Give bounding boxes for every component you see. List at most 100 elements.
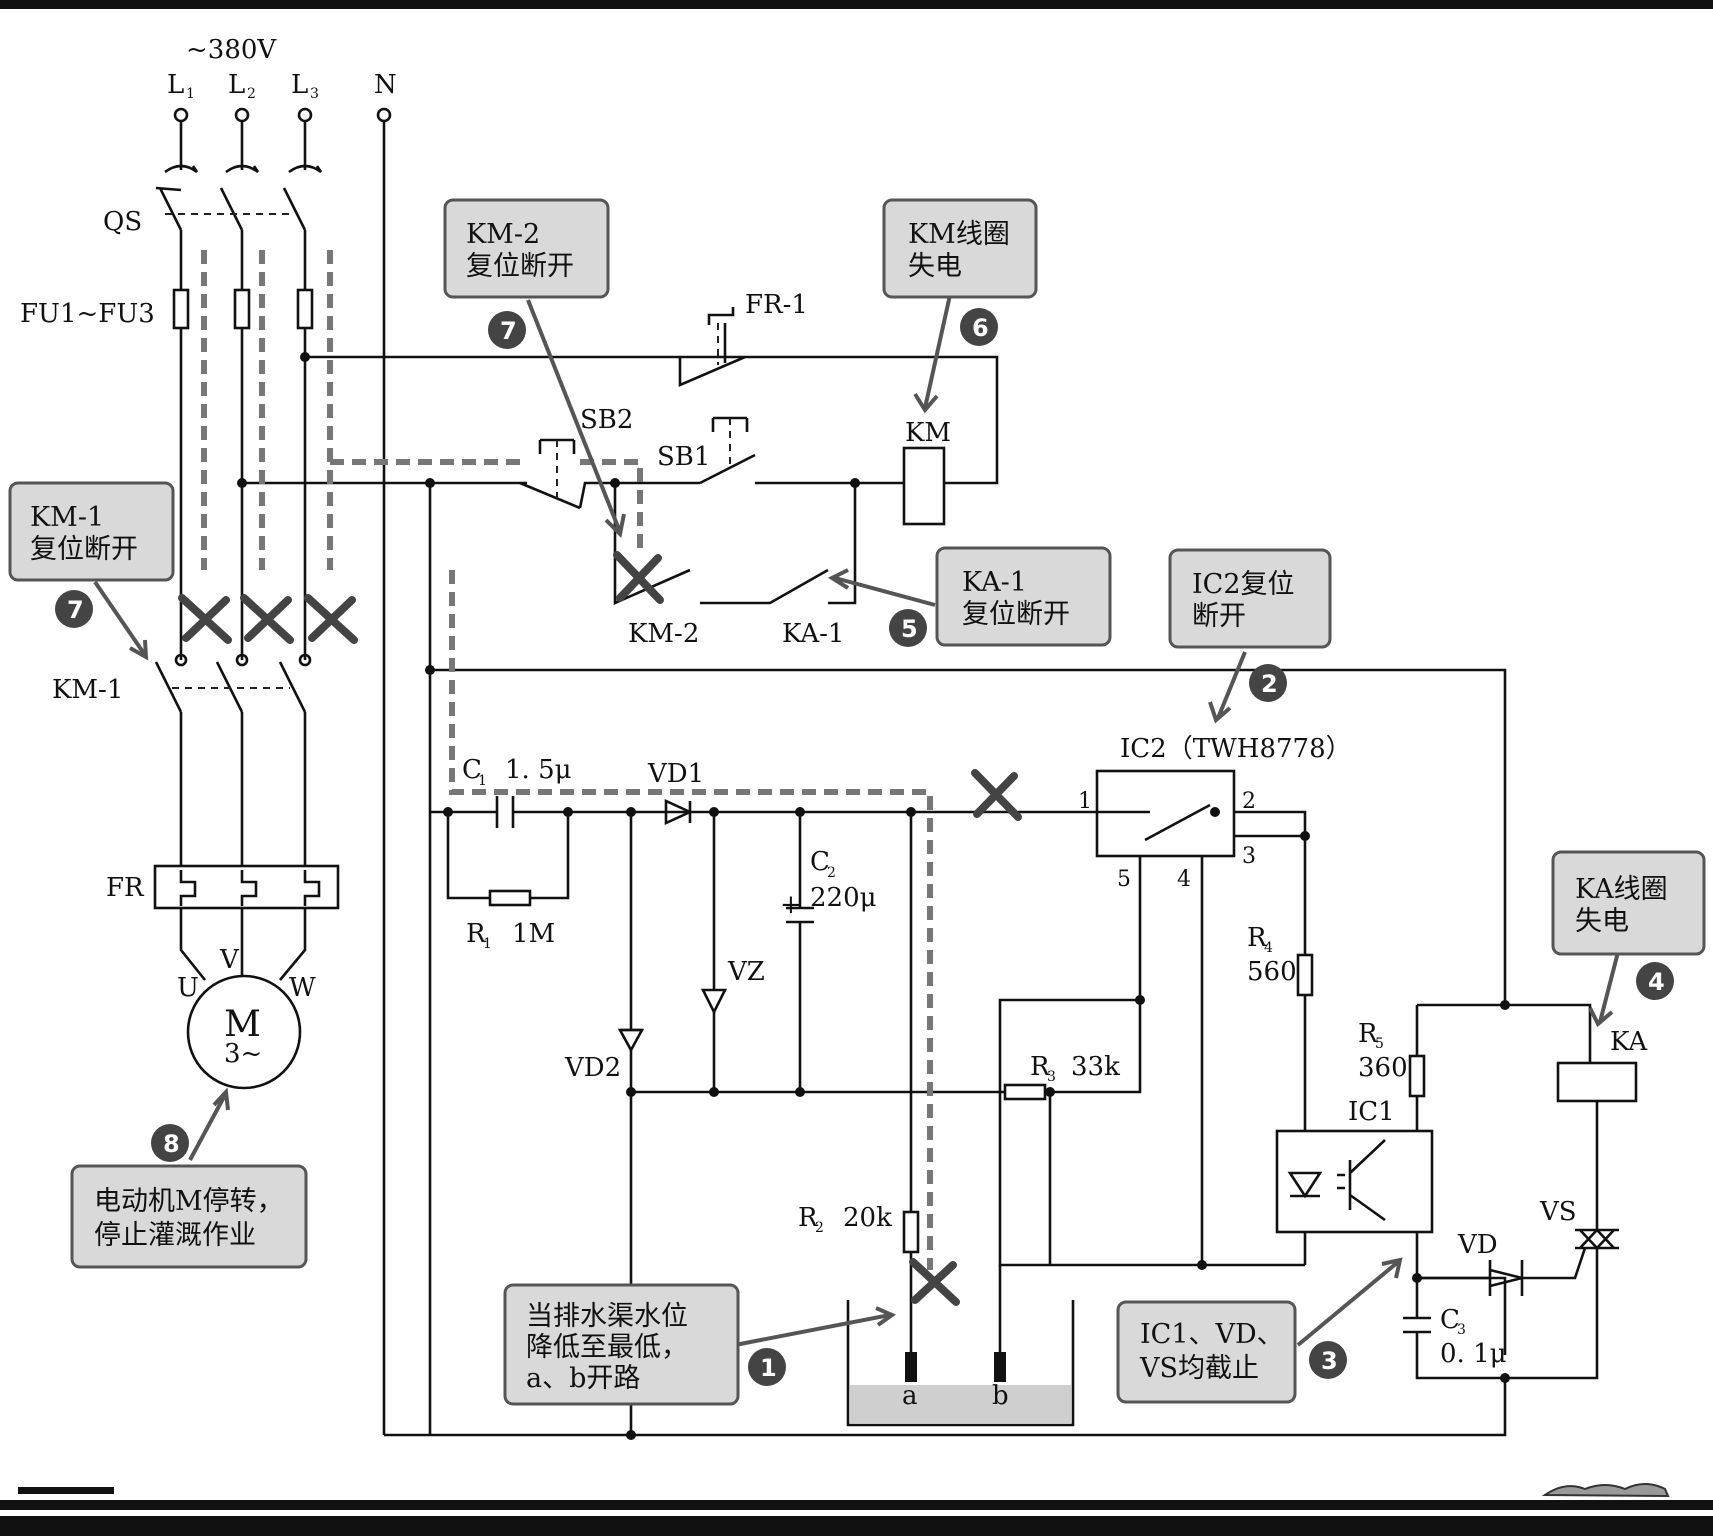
sb1-label: SB1 xyxy=(657,442,710,472)
r1-label: R xyxy=(466,919,487,949)
ic2-pin2: 2 xyxy=(1242,789,1256,814)
c2-value: 220μ xyxy=(810,883,877,913)
step-5-text: 5 xyxy=(901,615,918,643)
callout-ka-coil: KA线圈 失电 xyxy=(1551,850,1706,956)
fuses-label: FU1~FU3 xyxy=(20,299,155,329)
callout-water: 当排水渠水位 降低至最低， a、b开路 xyxy=(503,1283,740,1406)
callout-arrows xyxy=(93,294,1627,1347)
r4-label: R xyxy=(1247,923,1268,953)
r2-label: R xyxy=(798,1203,819,1233)
callout-km2-line2: 复位断开 xyxy=(466,251,574,282)
step-badge-4: 4 xyxy=(1636,962,1674,1000)
callout-ic1: IC1、VD、 VS均截止 xyxy=(1116,1300,1297,1404)
step-1-text: 1 xyxy=(760,1354,777,1382)
callout-km2: KM-2 复位断开 xyxy=(443,198,610,299)
callout-ic1-line1: IC1、VD、 xyxy=(1140,1319,1284,1350)
r1-sub: 1 xyxy=(483,936,492,952)
callout-water-line1: 当排水渠水位 xyxy=(526,1301,688,1332)
step-badge-8: 8 xyxy=(151,1124,189,1162)
motor xyxy=(186,974,302,1090)
callout-km-coil-line2: 失电 xyxy=(908,251,962,282)
l2-label: L xyxy=(228,70,245,100)
motor-label: M xyxy=(224,1004,261,1045)
c3-label: C xyxy=(1440,1305,1460,1335)
decorative-mark xyxy=(1541,1483,1670,1498)
step-7a-text: 7 xyxy=(500,317,517,345)
c2-plus: + xyxy=(780,890,802,920)
voltage-label: ~380V xyxy=(186,35,277,65)
fr-label: FR xyxy=(106,873,145,903)
callout-km2-line1: KM-2 xyxy=(466,219,540,250)
vd2-label: VD2 xyxy=(564,1053,621,1083)
step-8-text: 8 xyxy=(163,1130,180,1158)
r5-value: 360 xyxy=(1358,1053,1408,1083)
callout-ka-coil-line1: KA线圈 xyxy=(1575,874,1668,905)
callout-ic2: IC2复位 断开 xyxy=(1168,548,1332,649)
u-label: U xyxy=(177,973,199,1003)
km1-contacts xyxy=(154,653,312,868)
step-badge-7b: 7 xyxy=(55,590,93,628)
l2-sub: 2 xyxy=(247,86,256,102)
vd1-label: VD1 xyxy=(647,759,704,789)
step-4-text: 4 xyxy=(1648,968,1665,996)
step-badge-3: 3 xyxy=(1309,1341,1347,1379)
c3-sub: 3 xyxy=(1457,1322,1466,1338)
step-badge-5: 5 xyxy=(889,609,927,647)
ic2-label: IC2（TWH8778） xyxy=(1120,734,1352,764)
callout-ka1: KA-1 复位断开 xyxy=(935,546,1112,647)
callout-motor: 电动机M停转， 停止灌溉作业 xyxy=(70,1164,308,1269)
r2-sub: 2 xyxy=(815,1220,824,1236)
r5-sub: 5 xyxy=(1375,1036,1384,1052)
vd-label: VD xyxy=(1457,1230,1498,1260)
ka1-label: KA-1 xyxy=(782,619,844,649)
l1-sub: 1 xyxy=(186,86,195,102)
step-3-text: 3 xyxy=(1321,1347,1338,1375)
callout-motor-line1: 电动机M停转， xyxy=(94,1186,284,1217)
corner-mark xyxy=(18,1487,114,1494)
ka-label: KA xyxy=(1610,1027,1648,1057)
ic2-pin5: 5 xyxy=(1117,867,1131,892)
vz-label: VZ xyxy=(727,957,765,987)
control-circuit xyxy=(237,307,999,1435)
km1-label: KM-1 xyxy=(52,675,123,705)
c3-value: 0. 1μ xyxy=(1440,1339,1507,1369)
fr1-label: FR-1 xyxy=(745,290,808,320)
callout-km1-line1: KM-1 xyxy=(30,502,104,533)
r5-label: R xyxy=(1358,1019,1379,1049)
callout-km1: KM-1 复位断开 xyxy=(8,481,175,582)
vs-label: VS xyxy=(1539,1197,1577,1227)
r2-value: 20k xyxy=(843,1203,892,1233)
step-badge-1: 1 xyxy=(748,1348,786,1386)
c1-label: C xyxy=(462,755,482,785)
callout-ic1-line2: VS均截止 xyxy=(1139,1353,1259,1384)
callout-motor-line2: 停止灌溉作业 xyxy=(94,1220,256,1251)
l3-sub: 3 xyxy=(310,86,319,102)
r1-value: 1M xyxy=(512,919,555,949)
top-border xyxy=(0,0,1713,9)
step-2-text: 2 xyxy=(1261,670,1278,698)
ic2-pin3: 3 xyxy=(1242,844,1256,869)
km-label: KM xyxy=(905,418,951,448)
c2-sub: 2 xyxy=(827,865,836,881)
ic2-pin4: 4 xyxy=(1177,867,1191,892)
break-marks xyxy=(178,551,1022,1306)
supply-terminals xyxy=(164,107,392,1435)
l3-label: L xyxy=(291,70,308,100)
labels: ~380V L 1 L 2 L 3 N QS FU1~FU3 KM-1 FR U… xyxy=(20,35,1648,1411)
callout-ka1-line1: KA-1 xyxy=(962,567,1027,598)
w-label: W xyxy=(289,973,316,1003)
probe-b-label: b xyxy=(992,1381,1009,1411)
v-label: V xyxy=(219,945,240,975)
n-label: N xyxy=(374,70,397,100)
step-7b-text: 7 xyxy=(67,596,84,624)
callout-ic2-line1: IC2复位 xyxy=(1192,569,1295,600)
signal-paths xyxy=(201,250,933,1270)
water-tank xyxy=(846,1300,1075,1427)
l1-label: L xyxy=(167,70,184,100)
qs-label: QS xyxy=(103,207,142,237)
callout-km-coil: KM线圈 失电 xyxy=(882,198,1038,299)
ic1-label: IC1 xyxy=(1348,1097,1395,1127)
r3-label: R xyxy=(1030,1052,1051,1082)
step-badge-7a: 7 xyxy=(488,311,526,349)
neutral-return xyxy=(384,1378,1507,1437)
